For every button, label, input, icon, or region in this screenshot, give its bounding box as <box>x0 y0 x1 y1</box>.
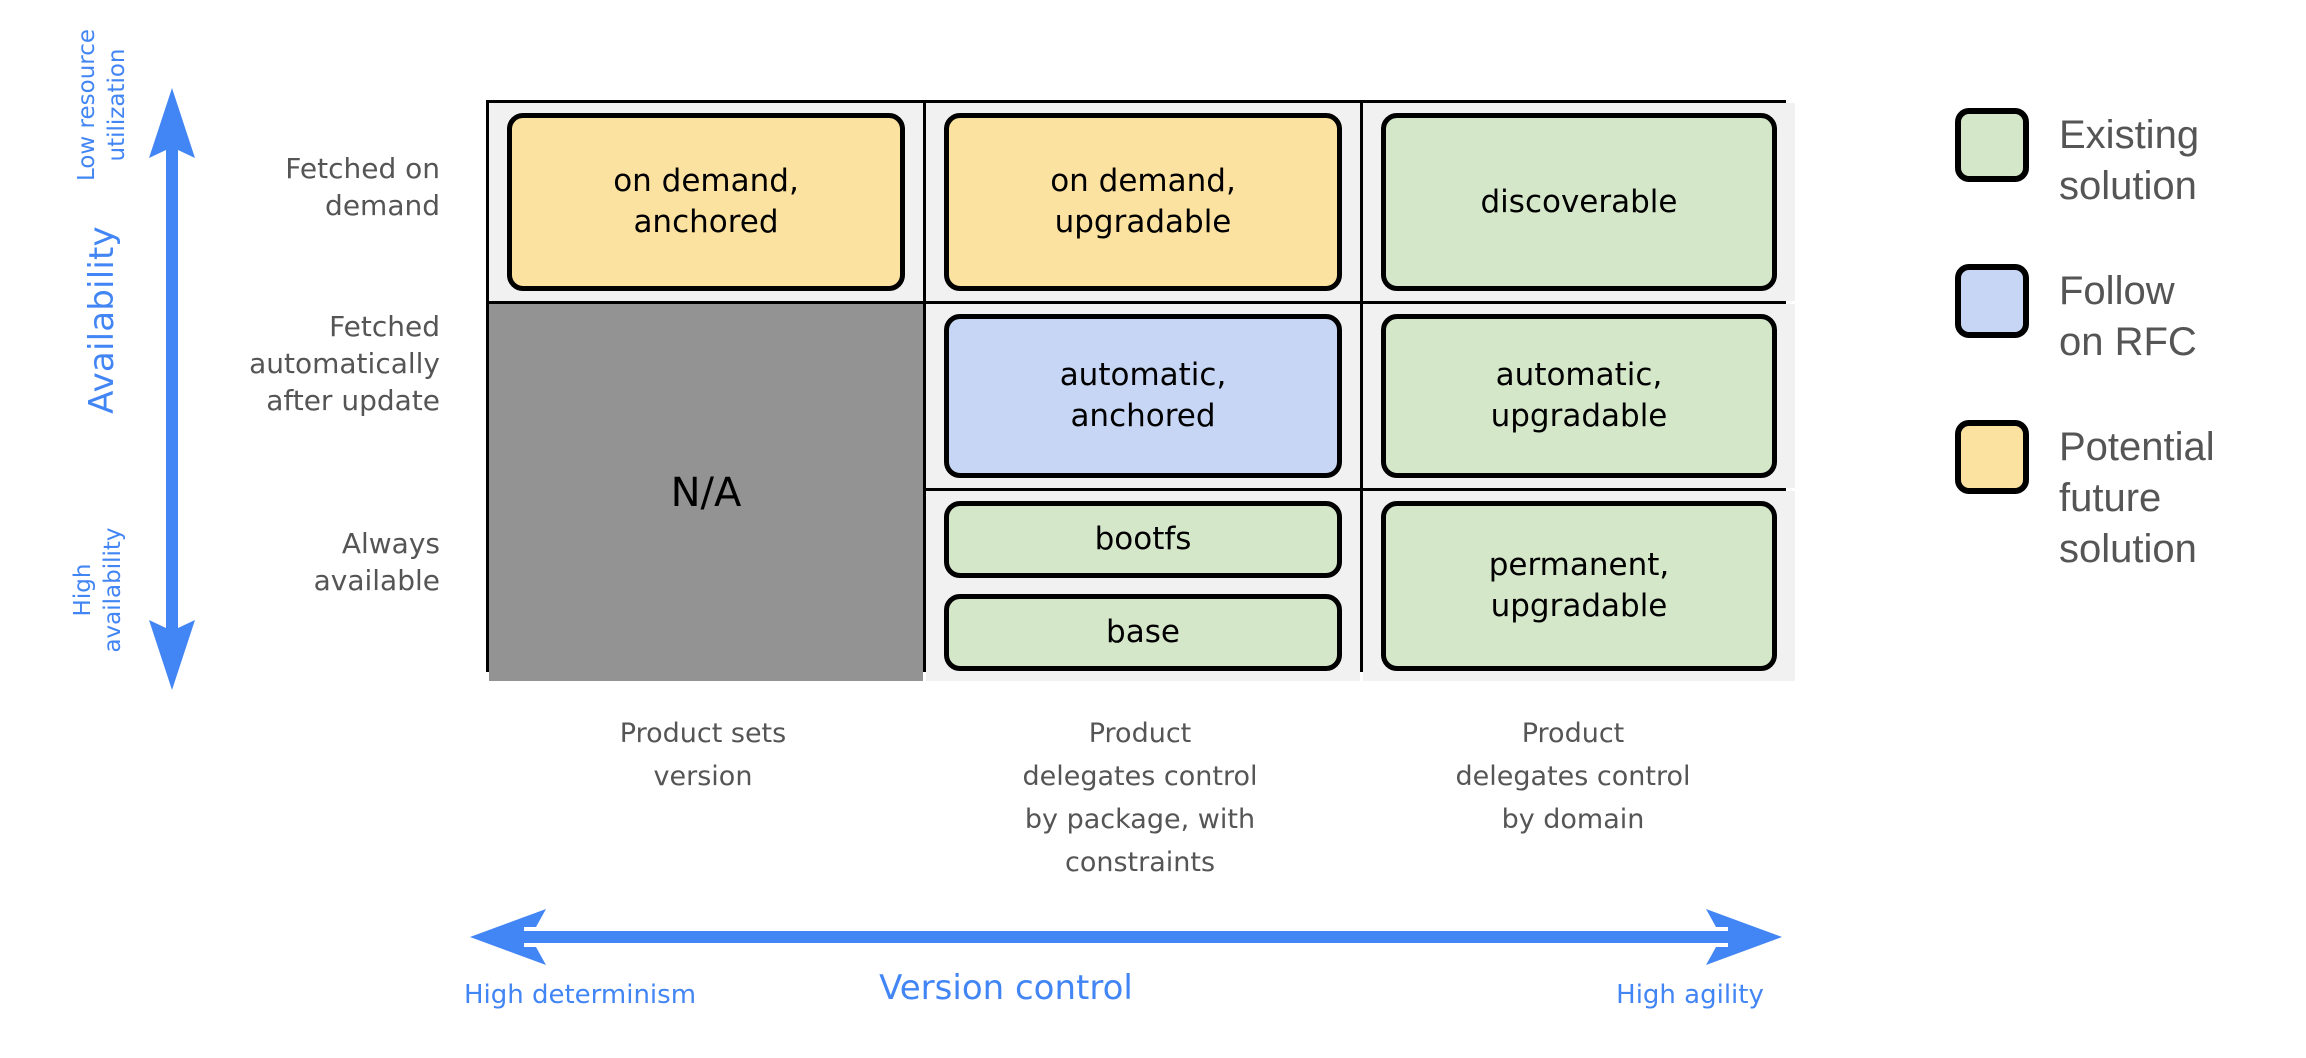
legend-swatch-potential-future-solution <box>1955 420 2029 494</box>
legend-label-potential-future-solution: Potential future solution <box>2059 425 2215 571</box>
matrix-box-discoverable[interactable]: discoverable <box>1381 113 1777 291</box>
matrix-box-automatic-upgradable[interactable]: automatic, upgradable <box>1381 314 1777 478</box>
horizontal-axis-right-label: High agility <box>1616 980 1764 1010</box>
vertical-axis-top-label: Low resource utilization <box>74 28 130 182</box>
legend-label-follow-on-rfc: Follow on RFC <box>2059 269 2197 364</box>
vertical-axis-bottom-label: High availability <box>70 527 126 653</box>
row-label-fetched-on-demand: Fetched on demand <box>285 152 440 222</box>
matrix-box-bootfs[interactable]: bootfs <box>944 501 1342 578</box>
matrix-cell-r2c2: automatic, upgradable <box>1363 304 1795 488</box>
horizontal-axis-arrow <box>470 909 1782 965</box>
legend-swatch-follow-on-rfc <box>1955 264 2029 338</box>
matrix-cell-not-applicable: N/A <box>489 304 923 681</box>
matrix-grid: on demand, anchored on demand, upgradabl… <box>486 100 1795 681</box>
matrix-cell-r1c1: on demand, anchored <box>489 103 923 301</box>
row-label-fetched-automatically-after-update: Fetched automatically after update <box>249 310 440 417</box>
legend-item-existing-solution: Existing solution <box>1955 108 2295 212</box>
vertical-axis-title: Availability <box>82 226 122 414</box>
matrix-cell-r3c2: permanent, upgradable <box>1363 491 1795 681</box>
matrix-cell-r2c1: automatic, anchored <box>926 304 1360 488</box>
matrix-label-not-applicable: N/A <box>670 469 742 516</box>
row-label-always-available: Always available <box>313 527 440 597</box>
column-label-product-sets-version: Product sets version <box>619 718 787 792</box>
matrix-box-on-demand-upgradable[interactable]: on demand, upgradable <box>944 113 1342 291</box>
column-label-delegates-by-package: Product delegates control by package, wi… <box>1022 718 1258 878</box>
legend: Existing solution Follow on RFC Potentia… <box>1955 108 2295 627</box>
legend-label-existing-solution: Existing solution <box>2059 113 2200 208</box>
legend-item-potential-future-solution: Potential future solution <box>1955 420 2295 575</box>
legend-swatch-existing-solution <box>1955 108 2029 182</box>
matrix-cell-r1c2: on demand, upgradable <box>926 103 1360 301</box>
matrix-cell-r3c1: bootfs base <box>926 491 1360 681</box>
column-label-delegates-by-domain: Product delegates control by domain <box>1455 718 1691 835</box>
vertical-axis-arrow <box>149 88 195 690</box>
matrix-box-permanent-upgradable[interactable]: permanent, upgradable <box>1381 501 1777 671</box>
matrix-cell-r1c3: discoverable <box>1363 103 1795 301</box>
matrix-box-automatic-anchored[interactable]: automatic, anchored <box>944 314 1342 478</box>
legend-item-follow-on-rfc: Follow on RFC <box>1955 264 2295 368</box>
horizontal-axis-left-label: High determinism <box>463 980 697 1010</box>
horizontal-axis-title: Version control <box>879 968 1133 1008</box>
matrix-box-stack: bootfs base <box>944 501 1342 671</box>
matrix-box-base[interactable]: base <box>944 594 1342 671</box>
matrix-box-on-demand-anchored[interactable]: on demand, anchored <box>507 113 905 291</box>
